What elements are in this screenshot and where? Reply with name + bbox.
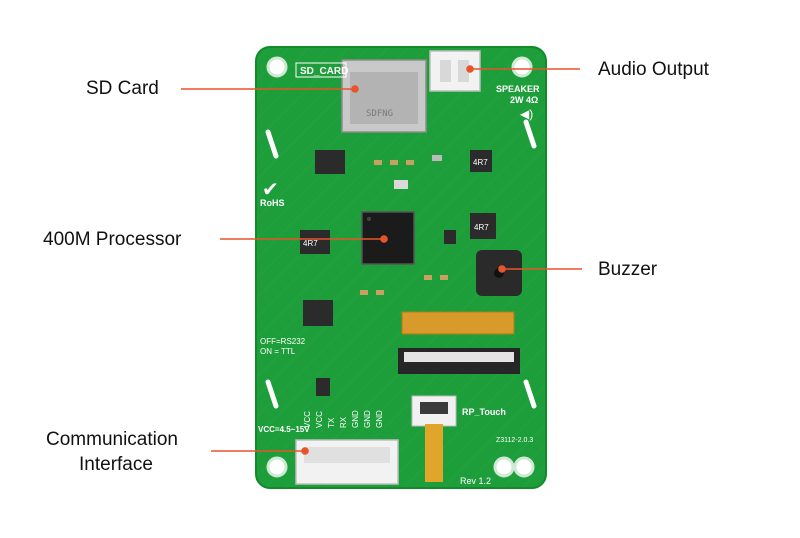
- buzzer-part: [476, 250, 522, 296]
- processor-callout: 400M Processor: [43, 229, 182, 250]
- pin-label: VCC: [303, 411, 312, 428]
- pin-label: GND: [375, 410, 384, 428]
- sd-card-callout: SD Card: [86, 78, 159, 99]
- inductor-silk-3: 4R7: [303, 239, 318, 248]
- buzzer-callout: Buzzer: [598, 259, 658, 280]
- inductor-silk-2: 4R7: [474, 223, 489, 232]
- on-ttl-silk: ON = TTL: [260, 347, 296, 356]
- pin-label-row: VCC VCC TX RX GND GND GND: [303, 410, 384, 428]
- date-code-silk: Z3112-2.0.3: [496, 437, 533, 444]
- vcc-silk: VCC=4.5~15V: [258, 425, 310, 434]
- fpc-connector: [398, 311, 520, 374]
- processor-chip: [361, 211, 415, 265]
- rev-silk: Rev 1.2: [460, 476, 491, 486]
- sd-card-silk: SD_CARD: [300, 66, 348, 77]
- sd-card-slot: SDFNG: [341, 59, 427, 133]
- audio-output-callout: Audio Output: [598, 59, 709, 80]
- pin-label: GND: [351, 410, 360, 428]
- pin-label: VCC: [315, 411, 324, 428]
- speaker-silk: SPEAKER: [496, 84, 540, 94]
- communication-connector: [295, 439, 399, 485]
- smd-components: [300, 150, 496, 396]
- rohs-check-icon: ✔: [262, 179, 279, 201]
- touch-ribbon: [425, 424, 443, 482]
- rohs-silk: RoHS: [260, 198, 285, 208]
- communication-callout-line2: Interface: [79, 454, 153, 475]
- rp-touch-silk: RP_Touch: [462, 407, 506, 417]
- communication-callout-line1: Communication: [46, 429, 178, 450]
- sd-card-label: SD_CARD: [295, 62, 348, 78]
- pin-label: RX: [339, 416, 348, 428]
- leader-lines: [181, 65, 582, 455]
- speaker-spec-silk: 2W 4Ω: [510, 95, 538, 105]
- inductor-silk-1: 4R7: [473, 158, 488, 167]
- sd-slot-marking: SDFNG: [366, 109, 393, 119]
- board-slots: [265, 119, 537, 409]
- off-rs232-silk: OFF=RS232: [260, 337, 306, 346]
- pin-label: TX: [327, 417, 336, 428]
- mounting-holes: [266, 56, 535, 478]
- pin-label: GND: [363, 410, 372, 428]
- speaker-icon: ◀): [520, 107, 533, 121]
- touch-connector: [411, 395, 457, 427]
